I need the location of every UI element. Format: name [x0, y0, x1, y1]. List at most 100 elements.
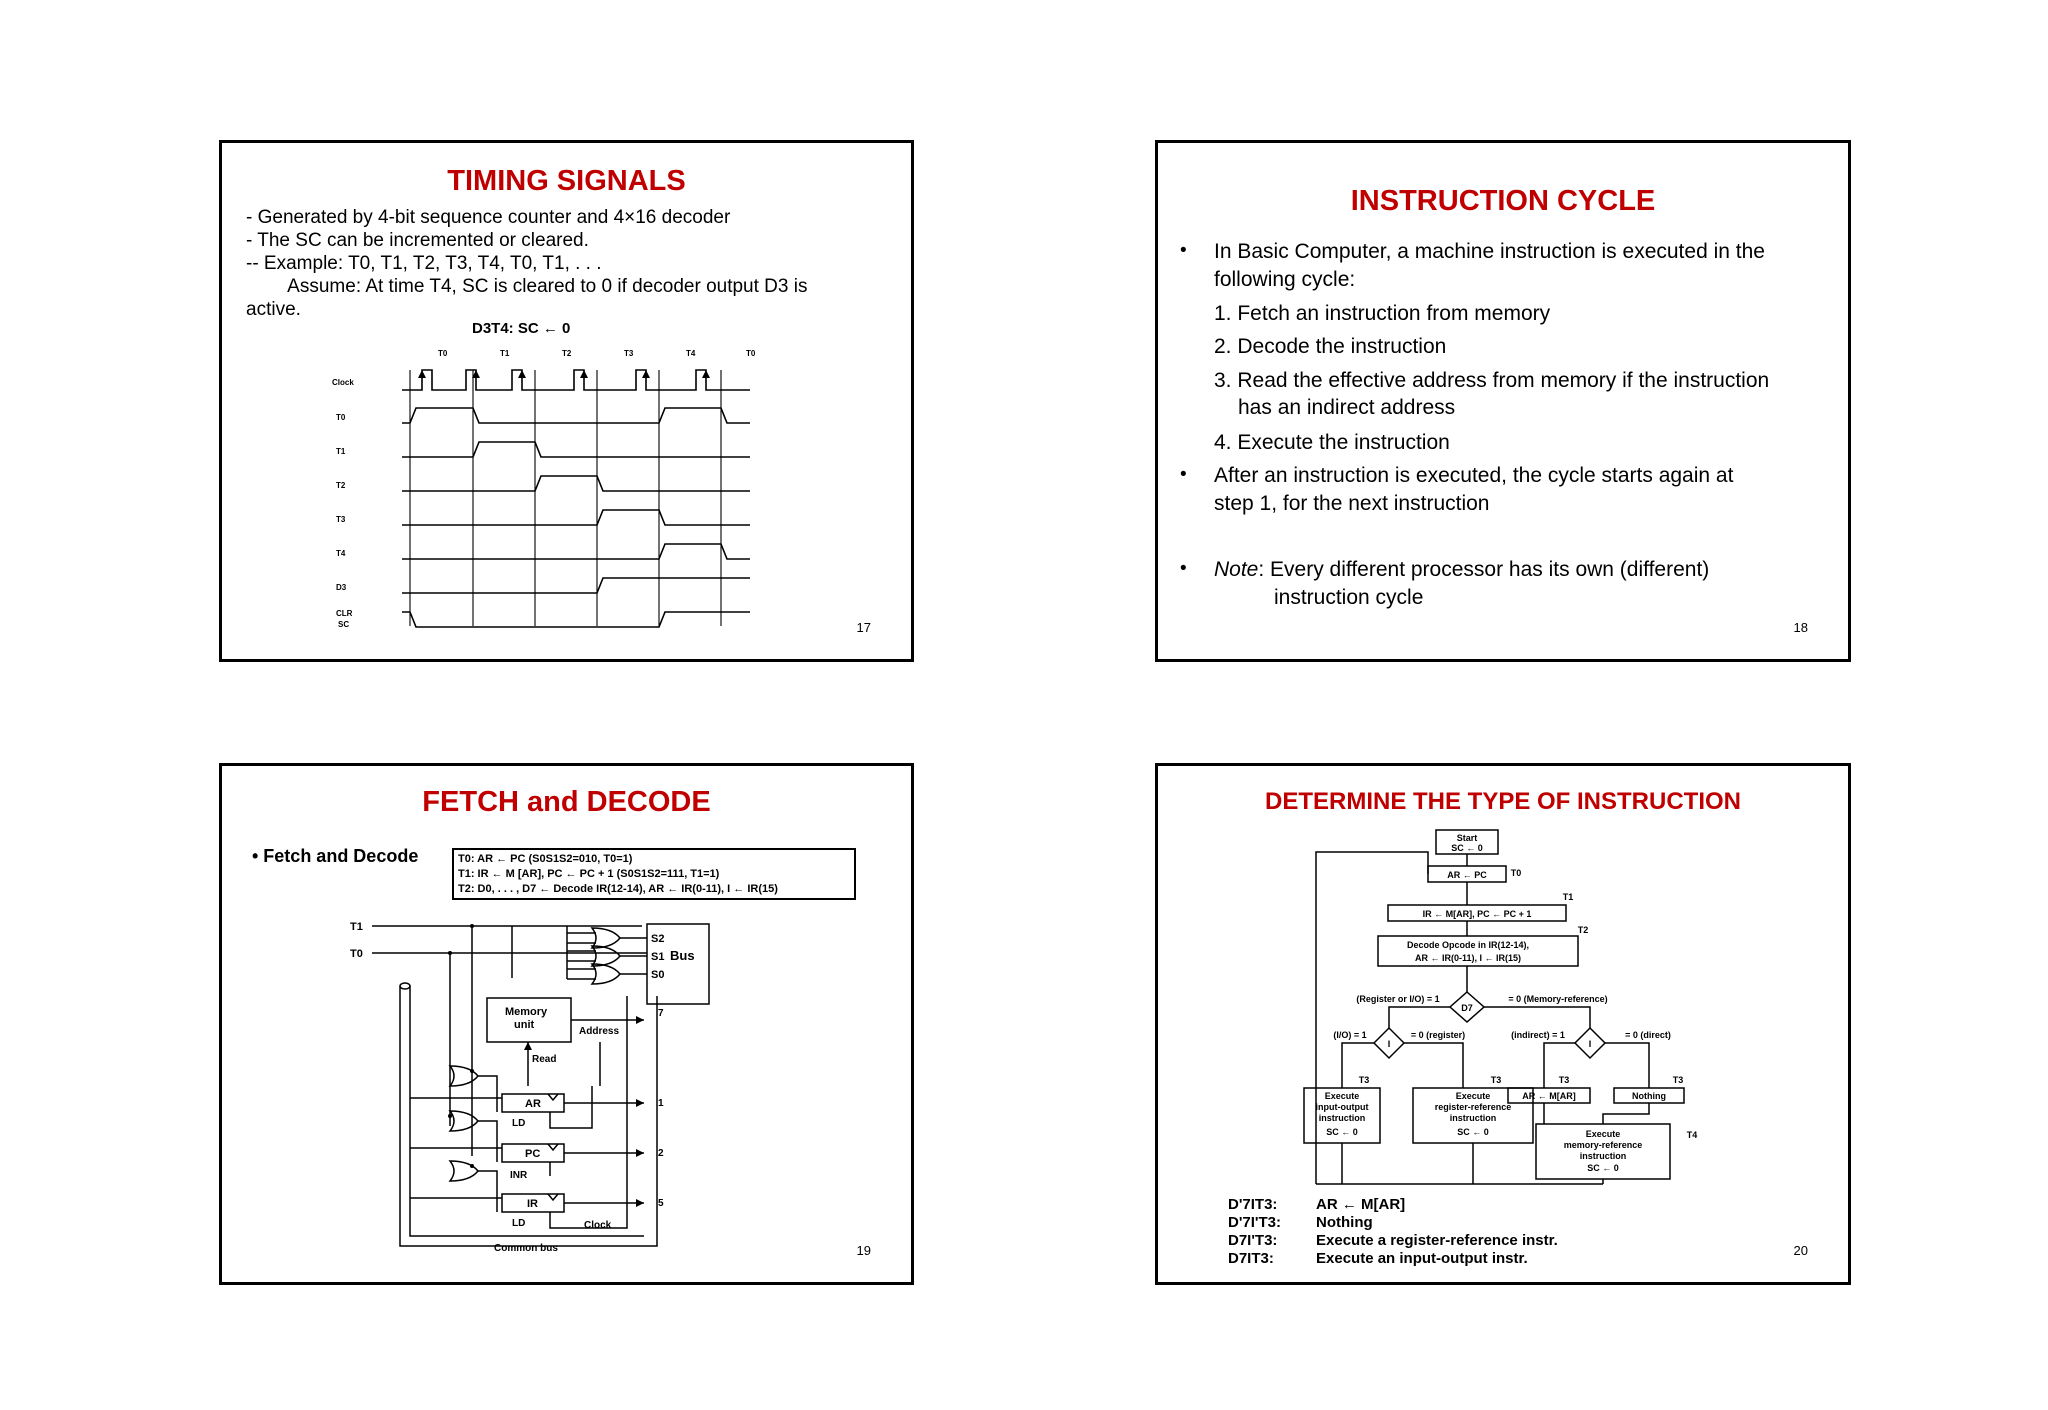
timing-diagram: T0 T1 T2 T3 T4 T0 Clock T0 T1 T2 T3 T4 D…	[332, 349, 756, 629]
signal-label: T4	[336, 549, 346, 558]
t4-label: T4	[1687, 1130, 1698, 1140]
legend: D'7IT3:AR ← M[AR] D'7I'T3: Nothing D7I'T3…	[1228, 1196, 1558, 1268]
bus-label: Bus	[670, 948, 695, 963]
clock-phase-label: T0	[438, 349, 448, 358]
t1-label: T1	[1563, 892, 1574, 902]
bus-line-1: 1	[658, 1098, 664, 1109]
legend-action: Nothing	[1316, 1214, 1373, 1231]
note-line: Note: Every different processor has its …	[1214, 558, 1709, 582]
i-label: I	[1589, 1039, 1592, 1049]
dir0-label: = 0 (direct)	[1625, 1030, 1671, 1040]
t1-label: T1	[350, 921, 363, 933]
sc-label: SC ← 0	[1326, 1127, 1358, 1137]
ar-mar-label: AR ← M[AR]	[1522, 1091, 1576, 1101]
inr-label: INR	[510, 1170, 528, 1181]
pc-label: PC	[525, 1148, 540, 1160]
ir-label: IR	[527, 1198, 538, 1210]
io1-label: (I/O) = 1	[1333, 1030, 1366, 1040]
bullet-icon: •	[1180, 240, 1187, 261]
clock-phase-label: T1	[500, 349, 510, 358]
step-item: 4. Execute the instruction	[1214, 431, 1450, 454]
text-line: active.	[246, 299, 301, 320]
legend-cond: D'7I'T3:	[1228, 1214, 1281, 1231]
slide-instruction-cycle: INSTRUCTION CYCLE • In Basic Computer, a…	[1155, 140, 1851, 662]
text-line: - The SC can be incremented or cleared.	[246, 230, 589, 251]
instruction-label: instruction	[1319, 1113, 1366, 1123]
reg-ref-label: register-reference	[1435, 1102, 1512, 1112]
slide-title: FETCH and DECODE	[422, 786, 711, 818]
i-label: I	[1388, 1039, 1391, 1049]
bus-line-7: 7	[658, 1008, 664, 1019]
sc-label: SC ← 0	[1587, 1163, 1619, 1173]
legend-cond: D7IT3:	[1228, 1250, 1274, 1267]
t3-label: T3	[1559, 1075, 1570, 1085]
unit-label: unit	[514, 1019, 534, 1031]
instruction-label: instruction	[1580, 1151, 1627, 1161]
slide-timing-signals: TIMING SIGNALS - Generated by 4-bit sequ…	[219, 140, 914, 662]
ld-label: LD	[512, 1118, 525, 1129]
signal-label: T1	[336, 447, 346, 456]
t2-label: T2	[1578, 925, 1589, 935]
exec-label: Execute	[1586, 1129, 1621, 1139]
t0-label: T0	[1511, 868, 1522, 878]
clock-phase-label: T3	[624, 349, 634, 358]
legend-action: AR ← M[AR]	[1316, 1196, 1406, 1213]
step-item: 1. Fetch an instruction from memory	[1214, 302, 1551, 325]
ar-label: AR	[525, 1098, 541, 1110]
memory-label: Memory	[505, 1006, 548, 1018]
step-item: 2. Decode the instruction	[1214, 335, 1447, 358]
legend-row: D'7I'T3: Nothing	[1228, 1214, 1558, 1232]
bus-line-5: 5	[658, 1198, 664, 1209]
bus-diagram: T1 T0 S2 S1 S0 Bus Memory unit Address R…	[350, 921, 710, 1254]
t3-label: T3	[1359, 1075, 1370, 1085]
step-item: has an indirect address	[1238, 396, 1456, 419]
s0-label: S0	[651, 969, 664, 981]
common-bus-label: Common bus	[494, 1243, 558, 1254]
legend-cond: D7I'T3:	[1228, 1232, 1278, 1249]
slide-determine-type: DETERMINE THE TYPE OF INSTRUCTION Start …	[1155, 763, 1851, 1285]
fetch-label: IR ← M[AR], PC ← PC + 1	[1423, 909, 1532, 919]
reg0-label: = 0 (register)	[1411, 1030, 1465, 1040]
signal-label: SC	[338, 620, 349, 629]
io-instr-label: input-output	[1316, 1102, 1369, 1112]
clock-label: Clock	[584, 1220, 612, 1231]
page-number: 20	[1793, 1243, 1808, 1258]
sc-clear-label: SC ← 0	[1451, 843, 1483, 853]
microop-line: T1: IR ← M [AR], PC ← PC + 1 (S0S1S2=111…	[458, 868, 720, 880]
text-line: - Generated by 4-bit sequence counter an…	[246, 207, 731, 228]
ar-pc-label: AR ← PC	[1447, 870, 1487, 880]
read-label: Read	[532, 1054, 556, 1065]
t0-label: T0	[350, 948, 363, 960]
note-label: Note	[1214, 558, 1259, 581]
bullet-icon: •	[1180, 558, 1187, 579]
clock-phase-label: T4	[686, 349, 696, 358]
s2-label: S2	[651, 933, 664, 945]
text-line: After an instruction is executed, the cy…	[1214, 464, 1734, 487]
ld-label: LD	[512, 1218, 525, 1229]
slide-title: INSTRUCTION CYCLE	[1350, 185, 1656, 217]
text-line: following cycle:	[1214, 268, 1356, 291]
mem-ref-instr-label: memory-reference	[1564, 1140, 1643, 1150]
exec-label: Execute	[1456, 1091, 1491, 1101]
sc-label: SC ← 0	[1457, 1127, 1489, 1137]
signal-label: CLR	[336, 609, 353, 618]
page-number: 18	[1793, 620, 1808, 635]
instruction-label: instruction	[1450, 1113, 1497, 1123]
text-line: -- Example: T0, T1, T2, T3, T4, T0, T1, …	[246, 253, 602, 274]
signal-label: T2	[336, 481, 346, 490]
page-number: 19	[856, 1243, 871, 1258]
legend-row: D'7IT3:AR ← M[AR]	[1228, 1196, 1558, 1214]
address-label: Address	[579, 1026, 619, 1037]
text-line: step 1, for the next instruction	[1214, 492, 1490, 515]
text-line: Assume: At time T4, SC is cleared to 0 i…	[246, 276, 808, 297]
reg-io-label: (Register or I/O) = 1	[1356, 994, 1439, 1004]
clock-phase-label: T2	[562, 349, 572, 358]
signal-label: T3	[336, 515, 346, 524]
legend-row: D7IT3: Execute an input-output instr.	[1228, 1250, 1558, 1268]
microop-line: T2: D0, . . . , D7 ← Decode IR(12-14), A…	[458, 883, 778, 895]
legend-action: Execute an input-output instr.	[1316, 1250, 1528, 1267]
signal-label: D3	[336, 583, 347, 592]
text-line: In Basic Computer, a machine instruction…	[1214, 240, 1765, 263]
note-text: : Every different processor has its own …	[1258, 558, 1710, 581]
s1-label: S1	[651, 951, 664, 963]
